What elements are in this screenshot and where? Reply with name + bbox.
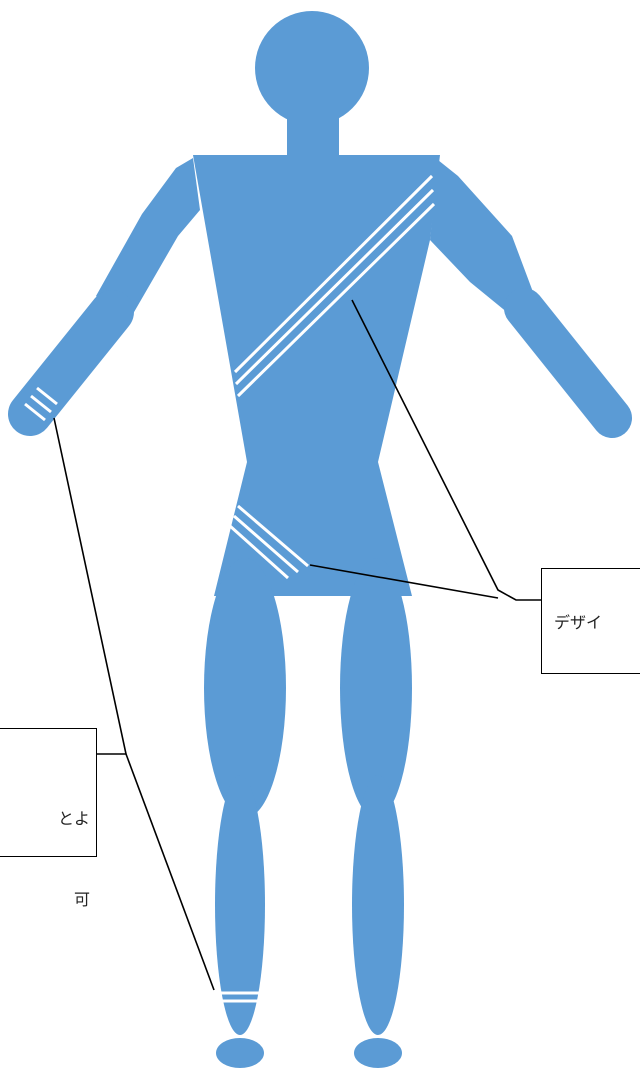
figure-left-foot (216, 1038, 264, 1068)
figure-left-forearm (30, 312, 112, 414)
callout-box-right: デザイ (541, 568, 640, 674)
human-figure (30, 11, 612, 1068)
figure-right-forearm (524, 308, 612, 418)
callout-left-text: とよ 可 (58, 751, 90, 967)
callout-left-line1: とよ (58, 805, 90, 832)
leader-ankle (126, 754, 214, 990)
callout-left-line2: 可 (58, 886, 90, 913)
callout-box-left: とよ 可 (0, 728, 97, 857)
figure-neck (287, 110, 339, 162)
figure-head (255, 11, 369, 125)
figure-left-calf (215, 775, 265, 1035)
callout-right-text: デザイ (554, 609, 602, 636)
leader-wrist (54, 418, 126, 754)
figure-right-foot (354, 1038, 402, 1068)
figure-right-calf (352, 775, 404, 1035)
